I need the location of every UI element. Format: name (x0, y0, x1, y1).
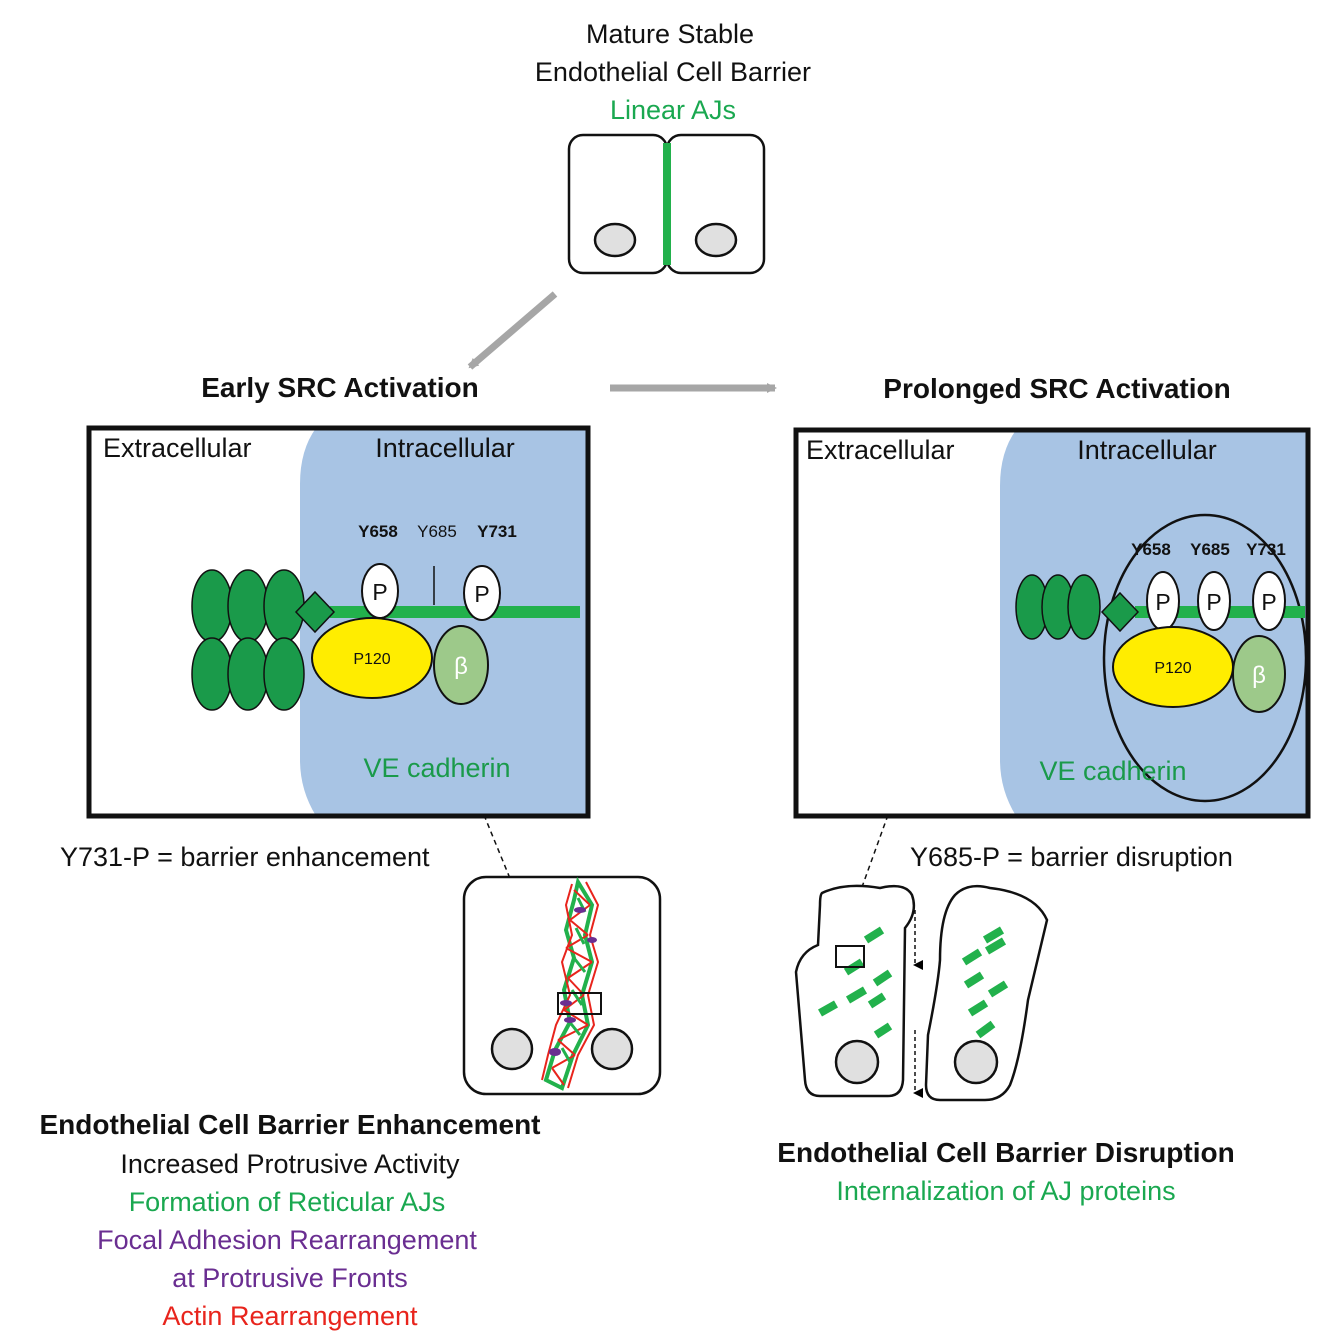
top-title-line2: Endothelial Cell Barrier (535, 57, 811, 87)
prolonged-phospho-y685 (1197, 571, 1231, 631)
early-intracellular-region (300, 428, 588, 816)
reticular-aj-cross-links (560, 897, 587, 1063)
early-phospho-y731 (463, 565, 501, 621)
prolonged-intracellular-label: Intracellular (1077, 435, 1217, 465)
disruption-line1: Internalization of AJ proteins (836, 1176, 1175, 1206)
actin-outline-right (567, 881, 600, 1089)
disruption-cell-pair (794, 884, 1049, 1102)
enhancement-line1: Increased Protrusive Activity (120, 1149, 460, 1179)
prolonged-beta-catenin (1232, 635, 1286, 713)
top-subtitle: Linear AJs (610, 95, 736, 125)
prolonged-panel: Extracellular Intracellular Y658 Y685 Y7… (793, 427, 1311, 819)
prolonged-equation: Y685-P = barrier disruption (910, 842, 1233, 872)
early-cadherin-label: VE cadherin (363, 753, 510, 783)
early-site-y685: Y685 (417, 522, 457, 541)
mature-nucleus-right (694, 222, 738, 258)
enhancement-title: Endothelial Cell Barrier Enhancement (39, 1109, 540, 1140)
prolonged-phospho-y731 (1252, 571, 1286, 631)
early-panel: Extracellular Intracellular Y658 Y685 Y7… (86, 425, 591, 819)
early-cadherin-domains (191, 569, 336, 711)
internalization-vesicle (1102, 513, 1308, 803)
disruption-nucleus-right (953, 1039, 999, 1085)
prolonged-heading: Prolonged SRC Activation (883, 373, 1230, 404)
early-p-label-1: P (372, 579, 387, 605)
top-title-line1: Mature Stable (586, 19, 754, 49)
early-site-y731: Y731 (477, 522, 517, 541)
focal-adhesion-1 (574, 907, 586, 913)
early-extracellular-label: Extracellular (103, 433, 252, 463)
early-site-y658: Y658 (358, 522, 398, 541)
enhancement-nucleus-right (590, 1027, 634, 1071)
focal-adhesion-5 (549, 1048, 561, 1056)
focal-adhesion-4 (564, 1017, 576, 1023)
prolonged-site-y731: Y731 (1246, 540, 1286, 559)
arrow-to-early (467, 291, 558, 370)
enhancement-nucleus-left (490, 1027, 534, 1071)
enhancement-line3: Focal Adhesion Rearrangement (97, 1225, 477, 1255)
early-intracellular-label: Intracellular (375, 433, 515, 463)
prolonged-p-label-2: P (1206, 589, 1221, 615)
internalized-aj-fragments-right (961, 926, 1009, 1039)
early-p120-label: P120 (353, 651, 390, 668)
prolonged-p120-label: P120 (1154, 660, 1191, 677)
enhancement-line5: Actin Rearrangement (162, 1301, 418, 1331)
focal-adhesion-2 (587, 937, 597, 943)
prolonged-panel-border (793, 427, 1311, 819)
prolonged-p-label-3: P (1261, 589, 1276, 615)
early-p-label-2: P (474, 581, 489, 607)
disruption-cell-left (794, 884, 916, 1098)
enhancement-line2: Formation of Reticular AJs (129, 1187, 446, 1217)
early-equation: Y731-P = barrier enhancement (60, 842, 430, 872)
disruption-cell-right (924, 884, 1049, 1102)
focal-adhesion-3 (560, 1000, 572, 1006)
prolonged-beta-label: β (1252, 662, 1266, 689)
prolonged-cadherin-domains (1015, 574, 1140, 640)
enhancement-zoom-box (557, 992, 602, 1015)
actin-outline-left (541, 883, 574, 1081)
early-heading: Early SRC Activation (201, 372, 478, 403)
early-p120 (311, 617, 433, 699)
prolonged-site-y685: Y685 (1190, 540, 1230, 559)
early-beta-label: β (454, 653, 468, 680)
enhancement-line4: at Protrusive Fronts (172, 1263, 408, 1293)
early-beta-catenin (433, 625, 489, 705)
disruption-zoom-box (835, 945, 865, 968)
disruption-nucleus-left (834, 1039, 880, 1085)
early-panel-border (86, 425, 591, 819)
enhancement-cell-pair (462, 875, 662, 1096)
prolonged-cadherin-label: VE cadherin (1039, 756, 1186, 786)
disruption-title: Endothelial Cell Barrier Disruption (777, 1137, 1234, 1168)
mature-cell-pair (567, 133, 766, 275)
prolonged-extracellular-label: Extracellular (806, 435, 955, 465)
prolonged-site-y658: Y658 (1131, 540, 1171, 559)
mature-nucleus-left (593, 222, 637, 258)
prolonged-p-label-1: P (1155, 589, 1170, 615)
reticular-aj-band (543, 876, 595, 1091)
